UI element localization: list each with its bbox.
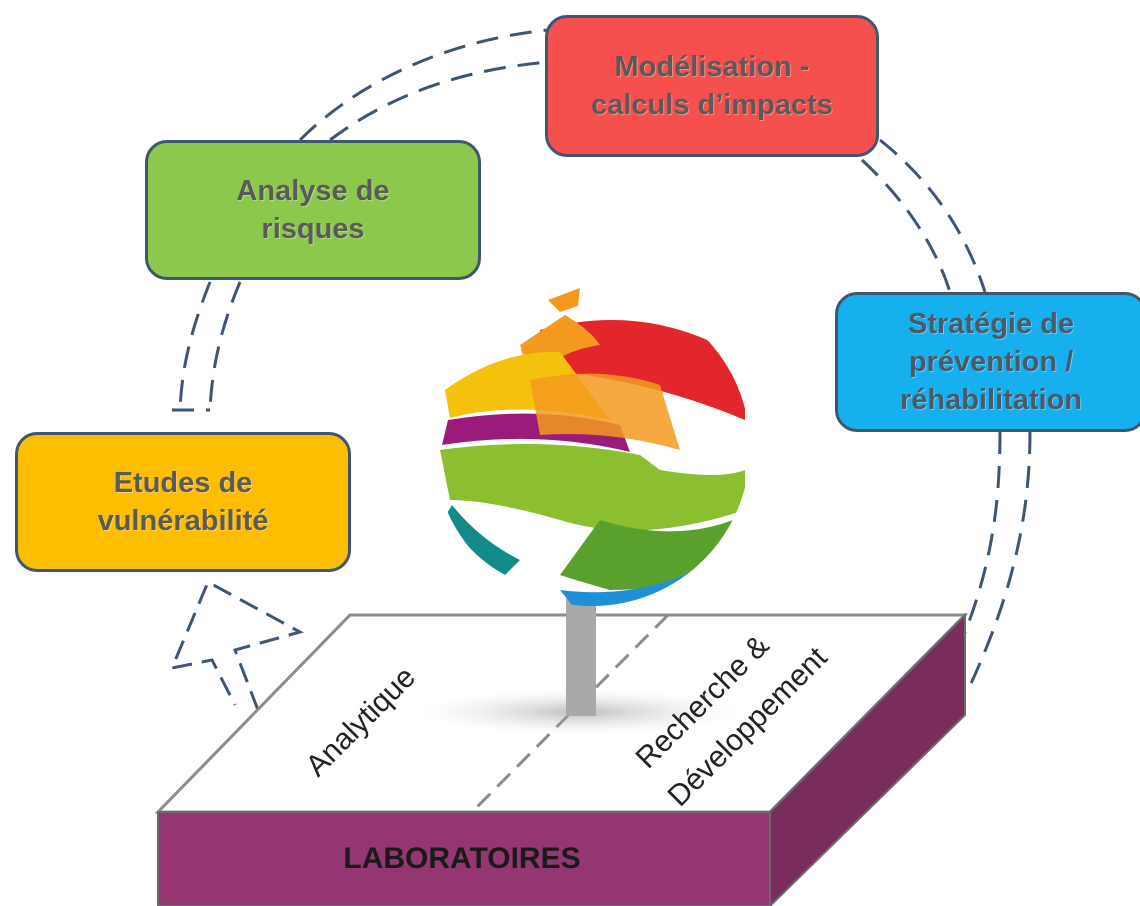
box-etudes-line2: vulnérabilité	[97, 505, 269, 537]
platform-side	[769, 612, 966, 906]
arrow-strategie-to-platform-inner	[960, 431, 1002, 641]
box-strategie: Stratégie de prévention / réhabilitation	[835, 292, 1140, 432]
box-etudes-line1: Etudes de	[113, 467, 253, 499]
box-modelisation-line1: Modélisation -	[614, 51, 810, 83]
platform-front	[157, 811, 771, 906]
box-strategie-line2: prévention /	[908, 346, 1074, 378]
arrow-modelisation-to-strategie	[879, 138, 987, 293]
arrow-modelisation-to-strategie-inner	[860, 158, 952, 293]
arrow-analyse-to-etudes-inner	[208, 281, 242, 411]
box-etudes: Etudes de vulnérabilité	[15, 432, 351, 572]
box-analyse-line2: risques	[261, 213, 365, 245]
box-modelisation-line2: calculs d’impacts	[591, 89, 833, 121]
box-strategie-line1: Stratégie de	[908, 308, 1074, 340]
box-strategie-line3: réhabilitation	[899, 384, 1083, 416]
upward-arrow-to-etudes	[169, 579, 304, 711]
globe-flag	[548, 288, 580, 312]
arrow-analyse-to-modelisation	[298, 28, 549, 142]
arrow-analyse-to-modelisation-inner	[329, 60, 549, 142]
box-modelisation: Modélisation - calculs d’impacts	[545, 15, 879, 157]
globe-logo	[440, 315, 745, 606]
platform-divider	[470, 613, 670, 814]
box-analyse-line1: Analyse de	[236, 175, 390, 207]
label-laboratoires: LABORATOIRES	[343, 842, 580, 875]
box-analyse: Analyse de risques	[145, 140, 481, 280]
cycle-arrows	[172, 28, 1032, 691]
arrow-analyse-to-etudes	[178, 281, 212, 411]
pole	[566, 596, 596, 716]
